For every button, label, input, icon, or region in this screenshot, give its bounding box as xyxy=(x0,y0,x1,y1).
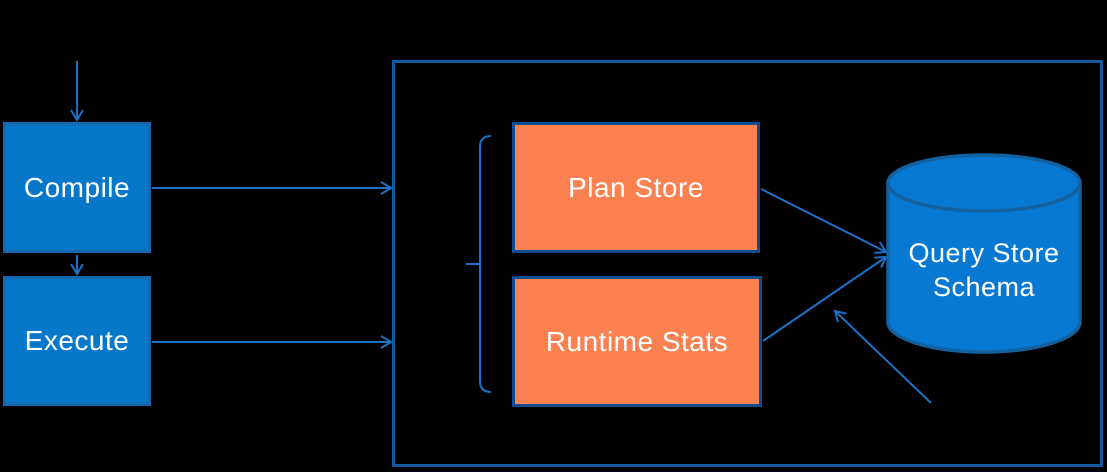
compile-node: Compile xyxy=(3,122,151,253)
runtime-stats-node: Runtime Stats xyxy=(512,276,762,407)
execute-node: Execute xyxy=(3,276,151,406)
database-cylinder-body xyxy=(886,183,1082,354)
query-store-schema-label: Query Store Schema xyxy=(888,236,1080,304)
database-cylinder-icon xyxy=(886,153,1082,354)
query-store-schema-label-line1: Query Store xyxy=(908,238,1060,268)
arrow-async-to-schema xyxy=(833,309,932,404)
runtime-stats-node-label: Runtime Stats xyxy=(545,325,729,357)
arrow-runtime-stats-to-schema xyxy=(762,255,888,342)
query-store-container-box xyxy=(392,60,1103,467)
plan-store-node: Plan Store xyxy=(512,122,760,253)
compile-node-label: Compile xyxy=(23,171,131,203)
arrow-plan-store-to-schema xyxy=(760,188,888,254)
plan-store-node-label: Plan Store xyxy=(568,171,704,203)
stores-group-brace xyxy=(479,135,492,393)
database-cylinder-top xyxy=(886,153,1082,213)
execute-node-label: Execute xyxy=(24,325,130,356)
query-store-schema-label-line2: Schema xyxy=(932,272,1036,302)
